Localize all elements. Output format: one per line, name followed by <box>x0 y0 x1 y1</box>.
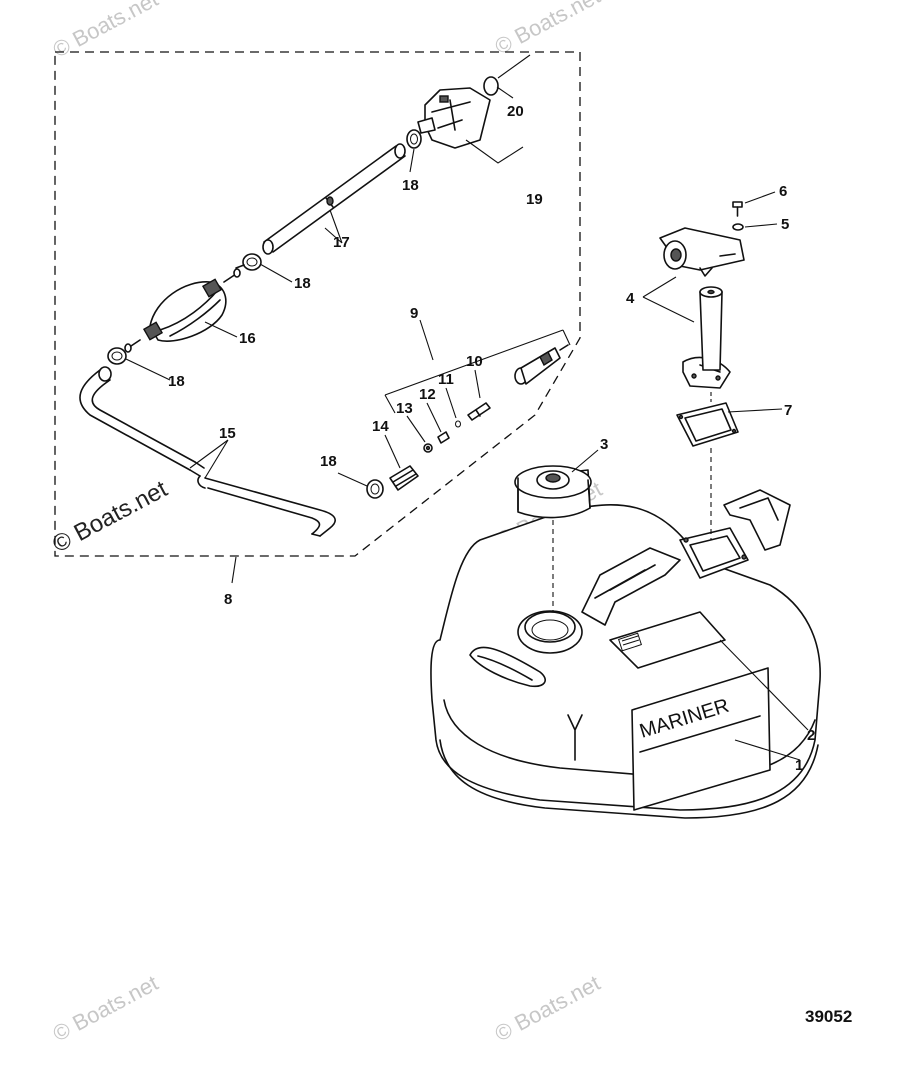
callouts: 1 2 3 4 5 6 7 8 9 10 11 12 13 14 15 16 1… <box>168 103 815 774</box>
callout-6: 6 <box>779 183 787 200</box>
tank-connector-body <box>514 344 569 385</box>
callout-18-left: 18 <box>168 373 185 390</box>
watermark-bottom-left: © Boats.net <box>49 970 163 1046</box>
callout-11: 11 <box>438 371 454 388</box>
hose-clamp-lower <box>366 479 384 499</box>
primer-bulb <box>124 268 241 353</box>
watermark-top-right: © Boats.net <box>491 0 605 59</box>
watermark-bottom-right: © Boats.net <box>491 970 605 1046</box>
check-valve-parts <box>423 402 491 453</box>
callout-16: 16 <box>239 330 256 347</box>
callout-18-top: 18 <box>402 177 419 194</box>
callout-8: 8 <box>224 591 232 608</box>
callout-18-mid: 18 <box>294 275 311 292</box>
filler-neck <box>517 610 583 654</box>
tank-handle <box>581 547 681 626</box>
watermark-top-left: © Boats.net <box>49 0 163 62</box>
watermarks: © Boats.net © Boats.net © Boats.net © Bo… <box>48 0 606 1046</box>
callout-15: 15 <box>219 425 236 442</box>
gauge-gasket <box>676 402 739 447</box>
screw <box>732 201 743 217</box>
watermark-hose-box: © Boats.net <box>48 475 172 558</box>
callout-7: 7 <box>784 402 792 419</box>
mariner-decal: MARINER <box>631 667 771 811</box>
callout-3: 3 <box>600 436 608 453</box>
fuel-gauge-pickup <box>659 227 745 389</box>
tank-side-grip <box>469 646 546 688</box>
callout-1: 1 <box>795 757 803 774</box>
drawing-number: 39052 <box>805 1007 852 1026</box>
callout-5: 5 <box>781 216 789 233</box>
callout-18-bottom: 18 <box>320 453 337 470</box>
callout-9: 9 <box>410 305 418 322</box>
filler-cap <box>514 465 592 519</box>
callout-19: 19 <box>526 191 543 208</box>
hose-clamp-mid <box>235 253 262 271</box>
callout-4: 4 <box>626 290 635 307</box>
callout-20: 20 <box>507 103 524 120</box>
hose-upper <box>262 143 406 255</box>
hose-clamp-upper <box>406 129 422 149</box>
engine-connector <box>417 87 491 149</box>
o-ring <box>483 76 499 96</box>
leader-lines <box>125 54 809 761</box>
callout-12: 12 <box>419 386 436 403</box>
callout-10: 10 <box>466 353 483 370</box>
fuel-line-assembly-outline <box>54 51 581 557</box>
gauge-mount-pad <box>679 527 749 579</box>
tank-connector-fitting <box>389 465 419 491</box>
lock-washer <box>732 223 744 231</box>
decal-plate <box>609 611 726 669</box>
hose-clamp-left <box>107 347 127 365</box>
callout-14: 14 <box>372 418 389 435</box>
hose-lower <box>79 366 336 537</box>
callout-13: 13 <box>396 400 413 417</box>
tank-rear-grip <box>723 489 791 551</box>
callout-17: 17 <box>333 234 350 251</box>
callout-2: 2 <box>807 727 815 744</box>
